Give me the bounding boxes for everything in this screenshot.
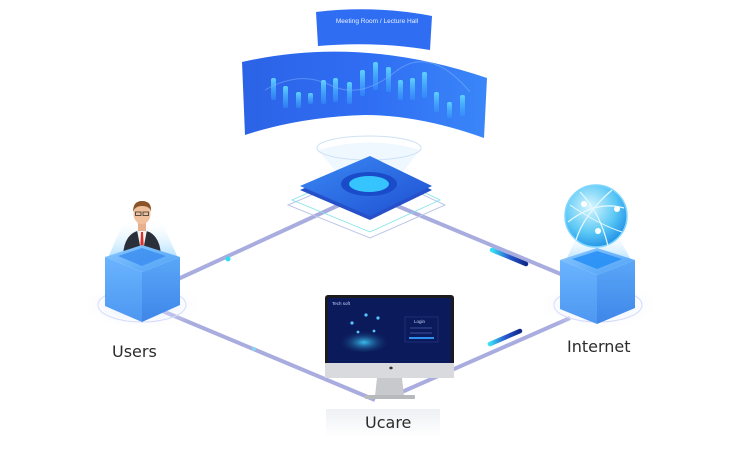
internet-node (536, 184, 660, 330)
ucare-node (325, 295, 454, 437)
screen-bar (422, 72, 427, 98)
ucare-label: Ucare (365, 413, 412, 432)
data-pulse-dot (252, 347, 256, 351)
screen-bar (460, 95, 465, 116)
connectors (159, 198, 576, 402)
users-label: Users (112, 342, 157, 361)
screen-bar (410, 78, 415, 100)
users-node (80, 201, 204, 330)
screen-title-banner (316, 9, 432, 50)
screen-bar (296, 92, 301, 108)
monitor-login-title: Login (414, 319, 426, 324)
projector-lens (349, 176, 389, 192)
screen-bar (347, 82, 352, 104)
connector-meeting-room-internet (394, 203, 576, 282)
data-pulse-dot (225, 256, 231, 262)
screen-bar (447, 102, 452, 118)
screen-bar (434, 92, 439, 112)
desktop-monitor-icon (325, 295, 454, 399)
internet-label: Internet (567, 337, 631, 356)
data-pulse-beam (489, 247, 529, 267)
screen-bar (308, 93, 313, 104)
data-pulse-beam (487, 328, 523, 347)
screen-bar (373, 62, 378, 90)
connector-ucare-internet (394, 316, 571, 397)
screen-bar (398, 80, 403, 100)
screen-bar (283, 86, 288, 108)
screen-bar (360, 70, 365, 96)
meeting-room-banner-title: Meeting Room / Lecture Hall (335, 18, 419, 25)
screen-bar (271, 78, 276, 100)
screen-bar (386, 67, 391, 92)
connector-users-ucare (159, 308, 376, 402)
internet-cube (560, 248, 635, 324)
meeting-room-node (242, 9, 487, 239)
screen-bar-chart (271, 62, 465, 118)
monitor-brand-text: Tech soft (332, 301, 351, 306)
screen-bar (333, 78, 338, 102)
connector-users-meeting-room (164, 198, 351, 287)
users-cube (105, 245, 180, 322)
globe-network-icon (564, 184, 628, 248)
screen-bar (321, 80, 326, 104)
